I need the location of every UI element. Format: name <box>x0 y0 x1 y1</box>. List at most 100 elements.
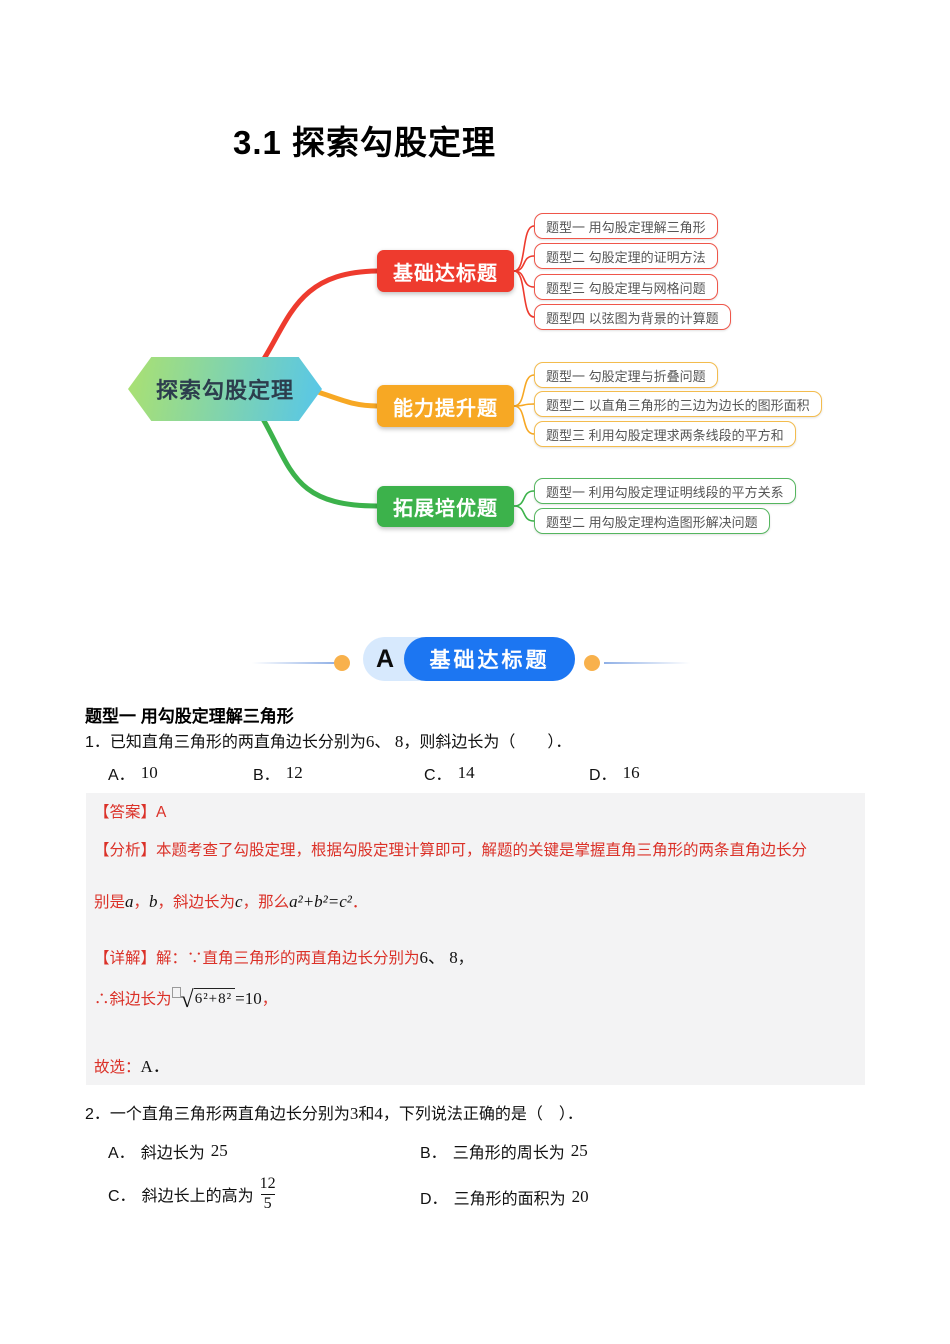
leaf-item: 题型四 以弦图为背景的计算题 <box>534 304 731 330</box>
q2-number-1: 3 <box>349 1104 359 1123</box>
option-value: 14 <box>457 763 475 782</box>
analysis-text: 别是 <box>94 894 126 911</box>
math-var-c: c <box>235 892 243 911</box>
q1-option-c: C． 14 <box>424 761 475 785</box>
detail-label: 【详解】 <box>94 950 157 967</box>
section-badge-letter: A <box>375 644 395 673</box>
q2-option-b: B． 三角形的周长为 25 <box>420 1139 588 1163</box>
section-badge-label: 基础达标题 <box>404 637 575 681</box>
question-type-heading: 题型一 用勾股定理解三角形 <box>85 707 294 726</box>
mindmap-root-node: 探索勾股定理 <box>128 357 322 421</box>
conclusion-line: 故选：A． <box>94 1052 170 1077</box>
branch-box-ability: 能力提升题 <box>377 385 514 427</box>
fraction-denominator: 5 <box>260 1193 275 1213</box>
q2-mid: 和 <box>358 1106 375 1123</box>
section-dot-left <box>334 655 350 671</box>
leaf-connectors-basic <box>513 225 535 318</box>
q2-stem-post: ，下列说法正确的是（ ）． <box>382 1106 583 1123</box>
detail-line-2: ∴斜边长为 √6²+8²=10， <box>94 987 278 1014</box>
radical-sign: √ <box>180 987 194 1014</box>
option-value: 20 <box>571 1187 589 1206</box>
branch-box-basic: 基础达标题 <box>377 250 514 292</box>
math-var-a: a <box>125 892 134 911</box>
conclusion-text: 故选： <box>94 1059 141 1076</box>
q2-stem-pre: 2．一个直角三角形两直角边长分别为 <box>85 1106 350 1123</box>
section-divider-line-left <box>252 662 336 664</box>
detail-text: 解：∵直角三角形的两直角边长分别为 <box>156 950 420 967</box>
q1-stem-pre: 1．已知直角三角形的两直角边长分别为 <box>85 734 366 751</box>
analysis-text: ，那么 <box>242 894 290 911</box>
section-divider-line-right <box>604 662 690 664</box>
option-letter: B． <box>253 767 280 784</box>
math-formula: a²+b²=c² <box>289 892 352 911</box>
equation-result: =10 <box>235 989 262 1009</box>
q2-option-d: D． 三角形的面积为 20 <box>420 1185 589 1209</box>
leaf-item: 题型二 用勾股定理构造图形解决问题 <box>534 508 770 534</box>
option-letter: C． <box>424 767 452 784</box>
option-text: 三角形的面积为 <box>453 1191 566 1208</box>
analysis-label: 【分析】 <box>94 842 157 859</box>
leaf-item: 题型三 利用勾股定理求两条线段的平方和 <box>534 421 796 447</box>
analysis-text: ． <box>351 894 368 911</box>
q1-option-a: A． 10 <box>108 761 158 785</box>
option-letter: B． <box>420 1145 447 1162</box>
leaf-connectors-extension <box>513 490 535 522</box>
detail-line-1: 【详解】解：∵直角三角形的两直角边长分别为6、 8， <box>94 943 473 968</box>
option-value: 12 <box>285 763 303 782</box>
option-letter: A． <box>108 767 135 784</box>
option-letter: C． <box>108 1188 136 1205</box>
leaf-item: 题型三 勾股定理与网格问题 <box>534 274 718 300</box>
leaf-item: 题型一 利用勾股定理证明线段的平方关系 <box>534 478 796 504</box>
answer-line: 【答案】A <box>94 800 166 822</box>
option-text: 斜边长为 <box>140 1145 205 1162</box>
answer-label: 【答案】 <box>94 804 157 821</box>
detail-numbers: 6、 8 <box>419 948 458 967</box>
page-title: 3.1 探索勾股定理 <box>233 124 497 161</box>
q1-option-b: B． 12 <box>253 761 303 785</box>
missing-glyph-box <box>171 987 181 998</box>
q1-number-1: 6 <box>365 732 375 751</box>
q1-stem-post: ，则斜边长为（ ）． <box>403 734 572 751</box>
branch-curve-basic <box>259 268 380 365</box>
leaf-item: 题型一 用勾股定理解三角形 <box>534 213 718 239</box>
q2-number-2: 4 <box>374 1104 383 1123</box>
analysis-text: ，斜边长为 <box>157 894 236 911</box>
detail-text: ∴斜边长为 <box>94 991 172 1009</box>
radicand: 6²+8² <box>193 988 236 1008</box>
answer-explanation-block: 【答案】A 【分析】本题考查了勾股定理，根据勾股定理计算即可，解题的关键是掌握直… <box>86 793 865 1085</box>
option-value: 10 <box>140 763 158 782</box>
question-2-stem: 2．一个直角三角形两直角边长分别为3和4，下列说法正确的是（ ）． <box>85 1100 583 1124</box>
math-var-b: b <box>149 892 158 911</box>
sqrt-expression: √6²+8² <box>180 987 236 1014</box>
question-1-stem: 1．已知直角三角形的两直角边长分别为6、 8，则斜边长为（ ）． <box>85 728 571 752</box>
mindmap-connectors <box>259 225 535 522</box>
option-value: 25 <box>210 1141 228 1160</box>
section-dot-right <box>584 655 600 671</box>
branch-curve-ability <box>315 389 380 409</box>
option-text: 斜边长上的高为 <box>141 1188 254 1205</box>
leaf-connectors-ability <box>513 374 535 435</box>
option-value: 16 <box>622 763 640 782</box>
leaf-item: 题型二 以直角三角形的三边为边长的图形面积 <box>534 391 822 417</box>
answer-value: A <box>156 804 167 821</box>
option-letter: D． <box>589 767 617 784</box>
analysis-line-2: 别是a，b，斜边长为c，那么a²+b²=c²． <box>94 890 367 912</box>
mindmap-root-label: 探索勾股定理 <box>155 378 294 403</box>
q1-separator: 、 <box>374 734 395 751</box>
analysis-text: ， <box>133 894 150 911</box>
option-value: 25 <box>570 1141 588 1160</box>
leaf-item: 题型一 勾股定理与折叠问题 <box>534 362 718 388</box>
analysis-line-1: 【分析】本题考查了勾股定理，根据勾股定理计算即可，解题的关键是掌握直角三角形的两… <box>94 838 807 860</box>
option-text: 三角形的周长为 <box>452 1145 565 1162</box>
analysis-text: 本题考查了勾股定理，根据勾股定理计算即可，解题的关键是掌握直角三角形的两条直角边… <box>156 842 808 859</box>
detail-text: ， <box>261 991 278 1009</box>
conclusion-answer: A． <box>140 1057 170 1076</box>
option-letter: D． <box>420 1191 448 1208</box>
q1-option-d: D． 16 <box>589 761 640 785</box>
leaf-item: 题型二 勾股定理的证明方法 <box>534 243 718 269</box>
branch-curve-extension <box>260 416 380 509</box>
fraction-numerator: 12 <box>259 1175 276 1193</box>
